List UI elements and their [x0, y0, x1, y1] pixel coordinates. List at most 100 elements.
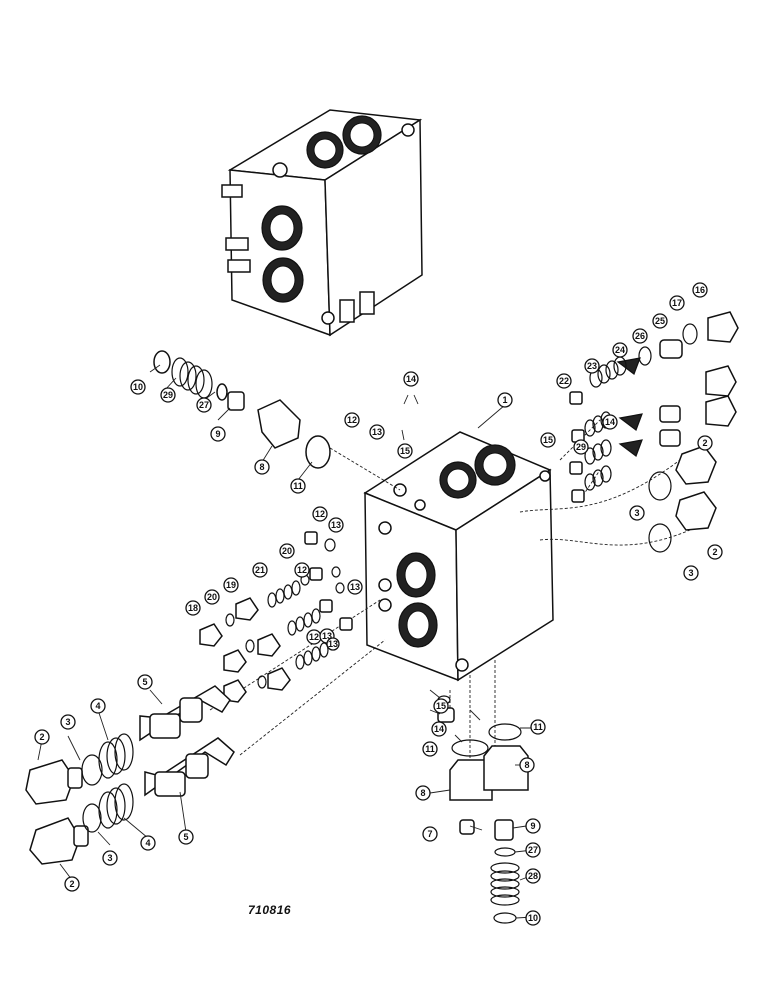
callout-26: 26: [632, 328, 648, 344]
callout-8: 8: [415, 785, 431, 801]
callout-27: 27: [196, 397, 212, 413]
callout-16: 16: [692, 282, 708, 298]
svg-text:12: 12: [315, 509, 325, 519]
drawing-reference-code: 710816: [248, 903, 292, 917]
svg-text:4: 4: [145, 838, 150, 848]
callout-15: 15: [433, 698, 449, 714]
callout-8: 8: [254, 459, 270, 475]
callout-15: 15: [397, 443, 413, 459]
svg-text:5: 5: [142, 677, 147, 687]
callout-28: 28: [525, 868, 541, 884]
callout-21: 21: [252, 562, 268, 578]
svg-text:15: 15: [543, 435, 553, 445]
callout-22: 22: [556, 373, 572, 389]
left-fittings-and-springs: [199, 531, 353, 703]
svg-text:16: 16: [695, 285, 705, 295]
svg-text:7: 7: [427, 829, 432, 839]
svg-text:9: 9: [215, 429, 220, 439]
bottom-relief-valve-parts: [437, 695, 529, 924]
svg-text:29: 29: [576, 442, 586, 452]
svg-text:11: 11: [425, 744, 435, 754]
assembled-valve-body: [221, 109, 423, 337]
callout-15: 15: [540, 432, 556, 448]
lower-left-spools: [25, 685, 235, 865]
callout-29: 29: [160, 387, 176, 403]
right-plug-assemblies: [569, 311, 739, 553]
svg-text:8: 8: [259, 462, 264, 472]
svg-text:26: 26: [635, 331, 645, 341]
callout-18: 18: [185, 600, 201, 616]
callout-2: 2: [64, 876, 80, 892]
svg-text:8: 8: [524, 760, 529, 770]
svg-text:2: 2: [702, 438, 707, 448]
callout-2: 2: [697, 435, 713, 451]
svg-text:3: 3: [634, 508, 639, 518]
callout-1: 1: [497, 392, 513, 408]
svg-text:13: 13: [328, 639, 338, 649]
svg-text:2: 2: [39, 732, 44, 742]
svg-text:14: 14: [605, 417, 615, 427]
callout-20: 20: [204, 589, 220, 605]
callout-8: 8: [519, 757, 535, 773]
callout-3: 3: [60, 714, 76, 730]
callout-9: 9: [525, 818, 541, 834]
svg-text:5: 5: [183, 832, 188, 842]
callout-7: 7: [422, 826, 438, 842]
callout-12: 12: [294, 562, 310, 578]
svg-text:11: 11: [293, 481, 303, 491]
svg-text:18: 18: [188, 603, 198, 613]
svg-text:29: 29: [163, 390, 173, 400]
callout-11: 11: [290, 478, 306, 494]
callout-12: 12: [306, 629, 322, 645]
svg-text:13: 13: [322, 631, 332, 641]
svg-text:4: 4: [95, 701, 100, 711]
svg-text:14: 14: [434, 724, 444, 734]
callout-4: 4: [90, 698, 106, 714]
callout-4: 4: [140, 835, 156, 851]
callout-14: 14: [602, 414, 618, 430]
svg-text:20: 20: [207, 592, 217, 602]
callout-9: 9: [210, 426, 226, 442]
callout-19: 19: [223, 577, 239, 593]
svg-text:3: 3: [688, 568, 693, 578]
svg-text:23: 23: [587, 361, 597, 371]
svg-text:12: 12: [347, 415, 357, 425]
svg-text:22: 22: [559, 376, 569, 386]
callout-11: 11: [530, 719, 546, 735]
svg-text:13: 13: [372, 427, 382, 437]
callout-5: 5: [178, 829, 194, 845]
svg-text:12: 12: [309, 632, 319, 642]
svg-text:1: 1: [502, 395, 507, 405]
svg-text:17: 17: [672, 298, 682, 308]
callout-2: 2: [34, 729, 50, 745]
callout-17: 17: [669, 295, 685, 311]
callout-13: 13: [328, 517, 344, 533]
callout-2: 2: [707, 544, 723, 560]
callout-3: 3: [629, 505, 645, 521]
svg-text:8: 8: [420, 788, 425, 798]
valve-body: [363, 431, 554, 682]
callouts: 1 2 2 2 2 3 3 3 3 4 4 5 5 7 8 8 8 9 9 10…: [34, 282, 723, 926]
svg-text:2: 2: [69, 879, 74, 889]
callout-3: 3: [102, 850, 118, 866]
callout-20: 20: [279, 543, 295, 559]
svg-text:19: 19: [226, 580, 236, 590]
svg-text:15: 15: [400, 446, 410, 456]
svg-text:11: 11: [533, 722, 543, 732]
callout-11: 11: [422, 741, 438, 757]
svg-text:27: 27: [528, 845, 538, 855]
callout-3: 3: [683, 565, 699, 581]
svg-text:13: 13: [331, 520, 341, 530]
svg-text:13: 13: [350, 582, 360, 592]
svg-text:14: 14: [406, 374, 416, 384]
callout-10: 10: [525, 910, 541, 926]
svg-text:2: 2: [712, 547, 717, 557]
svg-text:3: 3: [107, 853, 112, 863]
callout-24: 24: [612, 342, 628, 358]
svg-text:12: 12: [297, 565, 307, 575]
callout-25: 25: [652, 313, 668, 329]
svg-text:24: 24: [615, 345, 625, 355]
callout-13: 13: [369, 424, 385, 440]
svg-text:27: 27: [199, 400, 209, 410]
